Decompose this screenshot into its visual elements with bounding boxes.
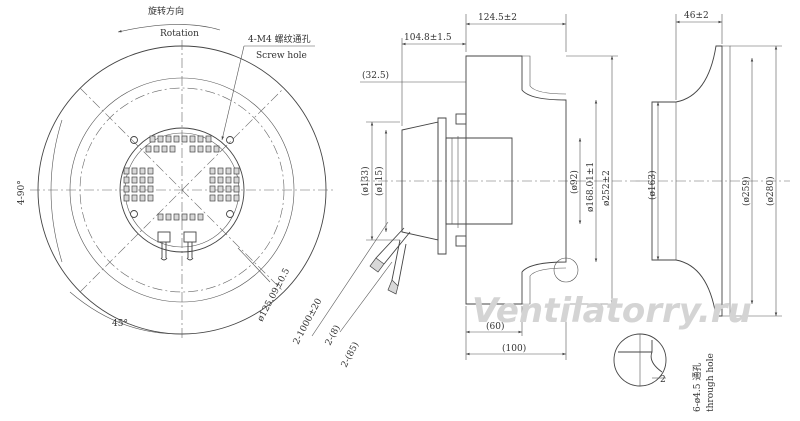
dim-163-label: (ø163) [647, 170, 658, 200]
dim-92-label: (ø92) [569, 170, 580, 194]
cable-85-label: 2-(85) [339, 340, 362, 369]
dim-60-label: (60) [486, 321, 504, 332]
rotation-arrow [117, 24, 221, 33]
dim-115-label: (ø115) [374, 166, 385, 196]
dim-259-label: (ø259) [741, 176, 752, 206]
inlet-ring-view: 46±2 (ø163) (ø259) (ø280) [640, 11, 790, 317]
dim-100-label: (100) [502, 343, 526, 354]
dim-252-label: ø252±2 [602, 170, 612, 206]
watermark: Ventilatorry.ru [472, 291, 752, 331]
impeller-profile [465, 55, 567, 305]
dim-124-label: 124.5±2 [478, 13, 517, 23]
dim-104-label: 104.8±1.5 [404, 33, 452, 43]
side-view: 124.5±2 104.8±1.5 (32.5) (ø133) (ø115) (… [360, 13, 640, 360]
screw-hole-label-en: Screw hole [256, 51, 307, 61]
rotation-label-en: Rotation [160, 29, 199, 39]
dia-125-label: ø125.09±0.5 [256, 267, 293, 324]
detail-dim-2-label: 2 [660, 375, 666, 385]
dim-46-label: 46±2 [684, 11, 709, 21]
dim-280-label: (ø280) [765, 176, 776, 206]
detail-view: 2 6-ø4.5 通孔 through hole [613, 333, 716, 412]
screw-hole-label-cn: 4-M4 螺纹通孔 [248, 33, 311, 45]
hole-label-en: through hole [706, 353, 716, 412]
rotation-label-cn: 旋转方向 [148, 5, 184, 17]
front-view: 旋转方向 Rotation 4-M4 螺纹通孔 Screw hole 4-90°… [17, 5, 393, 369]
angle-90-label: 4-90° [17, 180, 27, 205]
hole-label-cn: 6-ø4.5 通孔 [692, 363, 703, 412]
dim-133-label: (ø133) [360, 166, 371, 196]
dim-168-label: ø168.01±1 [586, 162, 596, 212]
cable-length-label: 2-1000±20 [292, 297, 325, 347]
motor-hub [119, 127, 245, 253]
dim-32-label: (32.5) [362, 70, 389, 81]
angle-45-label: 45° [112, 319, 128, 329]
cable-8-label: 2-(8) [323, 323, 343, 347]
